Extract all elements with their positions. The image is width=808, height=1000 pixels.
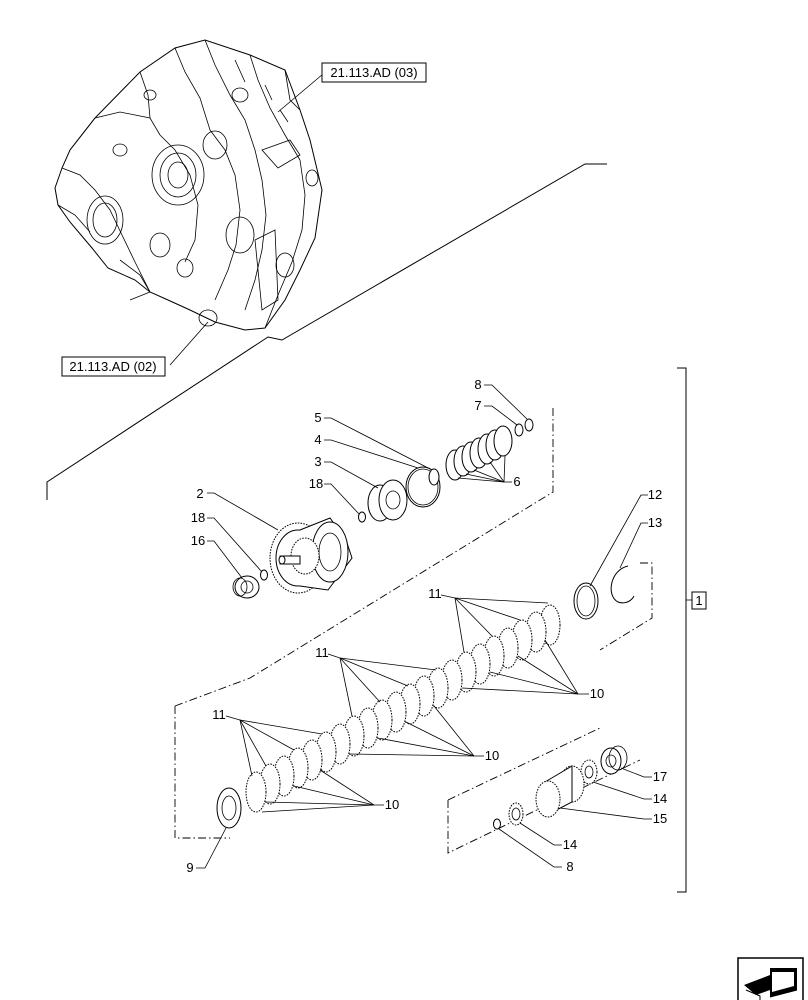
callout-15[interactable]: 15	[653, 811, 667, 826]
callout-7[interactable]: 7	[474, 398, 481, 413]
ref-left-label: 21.113.AD (02)	[69, 359, 156, 374]
callout-10-middle[interactable]: 10	[485, 748, 499, 763]
callout-11-lower[interactable]: 11	[212, 707, 226, 722]
transmission-housing-illustration	[54, 39, 323, 331]
part-12-ring	[573, 582, 599, 620]
callout-11-upper[interactable]: 11	[428, 586, 442, 601]
callout-9[interactable]: 9	[186, 860, 193, 875]
part-7-ring	[514, 423, 524, 437]
callout-18-lower[interactable]: 18	[191, 510, 205, 525]
part-3-piston	[367, 479, 408, 522]
callout-14-lower[interactable]: 14	[563, 837, 577, 852]
group-bracket: 1	[677, 367, 707, 893]
part-8-ring-upper	[524, 418, 534, 432]
assembly-outline-lower	[447, 727, 641, 854]
callout-8-upper[interactable]: 8	[474, 377, 481, 392]
callout-17[interactable]: 17	[653, 769, 667, 784]
group-label: 1	[695, 593, 702, 608]
callout-10-upper[interactable]: 10	[590, 686, 604, 701]
part-9-thrust-washer	[216, 787, 242, 829]
leader-lines	[196, 384, 652, 869]
callout-5[interactable]: 5	[314, 410, 321, 425]
part-6-spring-stack	[445, 425, 513, 481]
next-page-arrow-icon[interactable]	[737, 957, 804, 1000]
part-13-circlip	[610, 565, 635, 604]
callout-12[interactable]: 12	[648, 487, 662, 502]
ref-left-callout[interactable]: 21.113.AD (02)	[61, 321, 209, 377]
callout-13[interactable]: 13	[648, 515, 662, 530]
assembly-outline-main	[174, 562, 653, 839]
callout-3[interactable]: 3	[314, 454, 321, 469]
callout-18-upper[interactable]: 18	[309, 476, 323, 491]
clutch-plate-stack	[245, 604, 561, 813]
ref-top-label: 21.113.AD (03)	[330, 65, 417, 80]
callout-8-lower[interactable]: 8	[566, 859, 573, 874]
part-18-ring-upper	[358, 511, 366, 523]
part-14-needle-bearing-lower	[508, 802, 524, 826]
assembly-outline-upper	[249, 408, 554, 679]
callout-10-lower[interactable]: 10	[385, 797, 399, 812]
callout-6[interactable]: 6	[513, 474, 520, 489]
ref-top-callout[interactable]: 21.113.AD (03)	[277, 62, 427, 113]
detail-bracket	[46, 163, 607, 500]
part-8-ring-lower	[493, 818, 501, 830]
part-5-ring	[428, 468, 440, 486]
part-15-gear	[535, 765, 585, 818]
callout-2[interactable]: 2	[196, 486, 203, 501]
callout-4[interactable]: 4	[314, 432, 321, 447]
part-16-bearing	[232, 575, 260, 599]
part-2-gear-hub	[269, 517, 353, 594]
part-17-bearing	[600, 745, 628, 775]
callout-labels: 2 18 16 18 3 4 5 6 7 8 12 13 11 10 11 10…	[186, 377, 667, 875]
callout-14-upper[interactable]: 14	[653, 791, 667, 806]
callout-16[interactable]: 16	[191, 533, 205, 548]
callout-11-middle[interactable]: 11	[315, 645, 329, 660]
part-18-ring-lower	[260, 569, 268, 581]
